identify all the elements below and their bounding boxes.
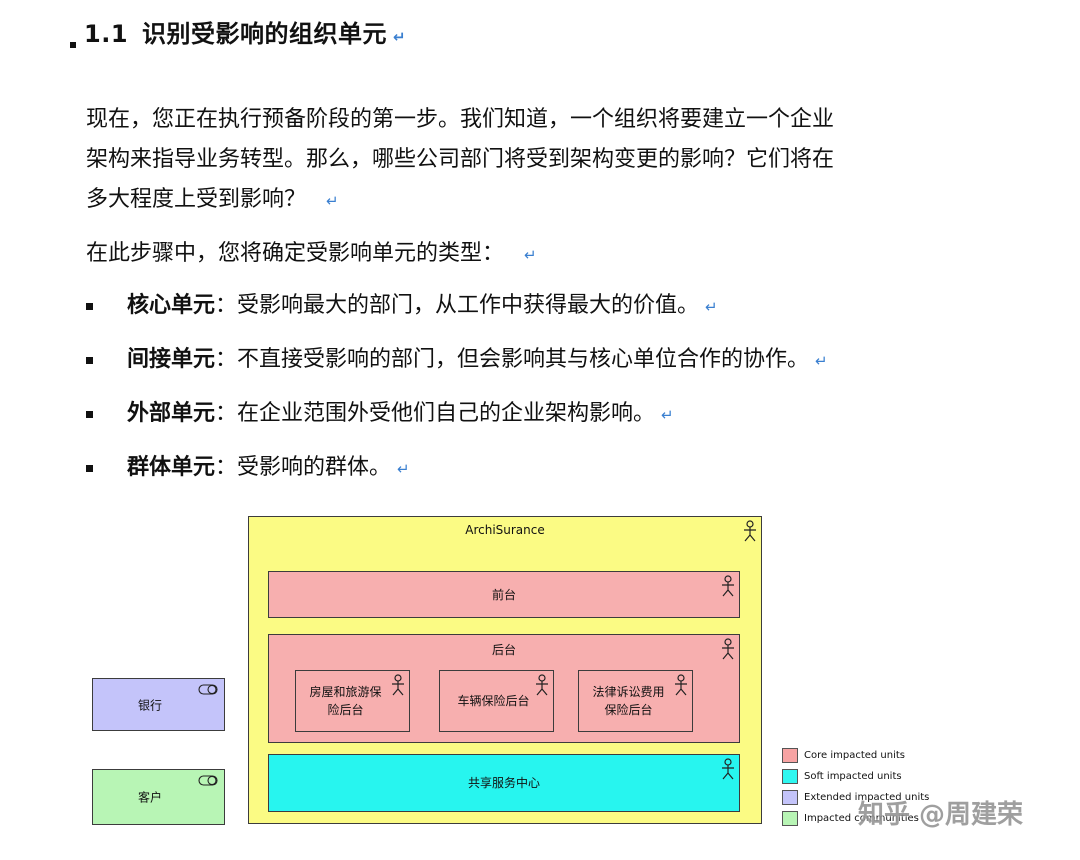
- intro-line: 多大程度上受到影响？↵: [86, 187, 339, 212]
- bank-unit: 银行: [92, 678, 225, 731]
- heading-number: 1.1: [84, 20, 129, 48]
- back-unit-legal: 法律诉讼费用 保险后台: [578, 670, 693, 732]
- return-mark: ↵: [705, 298, 718, 316]
- back-unit-label: 车辆保险后台: [457, 694, 530, 708]
- return-mark: ↵: [393, 28, 407, 46]
- list-item: 间接单元：不直接受影响的部门，但会影响其与核心单位合作的协作。 ↵: [86, 340, 986, 394]
- legend-label: Core impacted units: [804, 750, 906, 761]
- heading-text: 识别受影响的组织单元: [142, 20, 388, 48]
- bullet-term: 核心单元: [127, 293, 216, 318]
- component-icon: [198, 775, 218, 786]
- bullet-term: 间接单元: [127, 347, 216, 372]
- heading-marker: [70, 42, 76, 48]
- actor-icon: [536, 674, 548, 696]
- bullet-term: 群体单元: [127, 455, 216, 480]
- bullet-desc: ：在企业范围外受他们自己的企业架构影响。: [215, 401, 656, 426]
- actor-icon: [722, 638, 734, 660]
- shared-services-label: 共享服务中心: [467, 776, 540, 790]
- list-item: 群体单元：受影响的群体。 ↵: [86, 448, 986, 502]
- legend-swatch: [782, 748, 798, 763]
- intro-paragraph: 现在，您正在执行预备阶段的第一步。我们知道，一个组织将要建立一个企业 架构来指导…: [86, 100, 946, 221]
- bullet-desc: ：受影响最大的部门，从工作中获得最大的价值。: [215, 293, 700, 318]
- watermark: 知乎 @周建荣: [858, 800, 1024, 830]
- list-item: 核心单元：受影响最大的部门，从工作中获得最大的价值。 ↵: [86, 286, 986, 340]
- actor-icon: [722, 575, 734, 597]
- component-icon: [198, 684, 218, 695]
- unit-type-list: 核心单元：受影响最大的部门，从工作中获得最大的价值。 ↵ 间接单元：不直接受影响的…: [86, 286, 986, 502]
- step-paragraph: 在此步骤中，您将确定受影响单元的类型： ↵: [86, 234, 946, 275]
- actor-icon: [744, 520, 756, 542]
- return-mark: ↵: [524, 246, 537, 264]
- customer-unit: 客户: [92, 769, 225, 825]
- back-unit-label: 房屋和旅游保 险后台: [309, 685, 382, 717]
- return-mark: ↵: [815, 352, 828, 370]
- back-office-label: 后台: [491, 643, 516, 657]
- legend-item: Impacted communities: [782, 808, 932, 829]
- legend-item: Soft impacted units: [782, 766, 932, 787]
- shared-services-unit: 共享服务中心: [268, 754, 740, 812]
- actor-icon: [392, 674, 404, 696]
- intro-line: 现在，您正在执行预备阶段的第一步。我们知道，一个组织将要建立一个企业: [86, 107, 835, 132]
- legend-label: Extended impacted units: [804, 792, 930, 803]
- diagram-legend: Core impacted units Soft impacted units …: [782, 745, 932, 829]
- bank-label: 银行: [138, 698, 163, 712]
- bullet-desc: ：不直接受影响的部门，但会影响其与核心单位合作的协作。: [215, 347, 810, 372]
- legend-swatch: [782, 769, 798, 784]
- return-mark: ↵: [397, 460, 410, 478]
- bullet-icon: [86, 411, 93, 418]
- back-office-unit: 后台 房屋和旅游保 险后台 车辆保险后台 法律诉讼费用 保险后台: [268, 634, 740, 743]
- return-mark: ↵: [661, 406, 674, 424]
- back-unit-car: 车辆保险后台: [439, 670, 554, 732]
- intro-line: 架构来指导业务转型。那么，哪些公司部门将受到架构变更的影响？它们将在: [86, 147, 835, 172]
- bullet-icon: [86, 303, 93, 310]
- front-office-unit: 前台: [268, 571, 740, 618]
- bullet-desc: ：受影响的群体。: [215, 455, 392, 480]
- front-office-label: 前台: [491, 587, 516, 602]
- list-item: 外部单元：在企业范围外受他们自己的企业架构影响。 ↵: [86, 394, 986, 448]
- customer-label: 客户: [138, 790, 163, 805]
- legend-swatch: [782, 811, 798, 826]
- legend-item: Core impacted units: [782, 745, 932, 766]
- legend-item: Extended impacted units: [782, 787, 932, 808]
- back-unit-label: 法律诉讼费用 保险后台: [592, 685, 665, 717]
- org-title: ArchiSurance: [465, 523, 545, 537]
- bullet-icon: [86, 357, 93, 364]
- bullet-term: 外部单元: [127, 401, 216, 426]
- section-heading: 1.1 识别受影响的组织单元 ↵: [70, 14, 406, 49]
- legend-label: Impacted communities: [804, 813, 919, 824]
- legend-swatch: [782, 790, 798, 805]
- back-unit-home-travel: 房屋和旅游保 险后台: [295, 670, 410, 732]
- actor-icon: [722, 758, 734, 780]
- return-mark: ↵: [326, 192, 339, 210]
- legend-label: Soft impacted units: [804, 771, 902, 782]
- actor-icon: [675, 674, 687, 696]
- bullet-icon: [86, 465, 93, 472]
- step-text: 在此步骤中，您将确定受影响单元的类型：: [86, 241, 505, 266]
